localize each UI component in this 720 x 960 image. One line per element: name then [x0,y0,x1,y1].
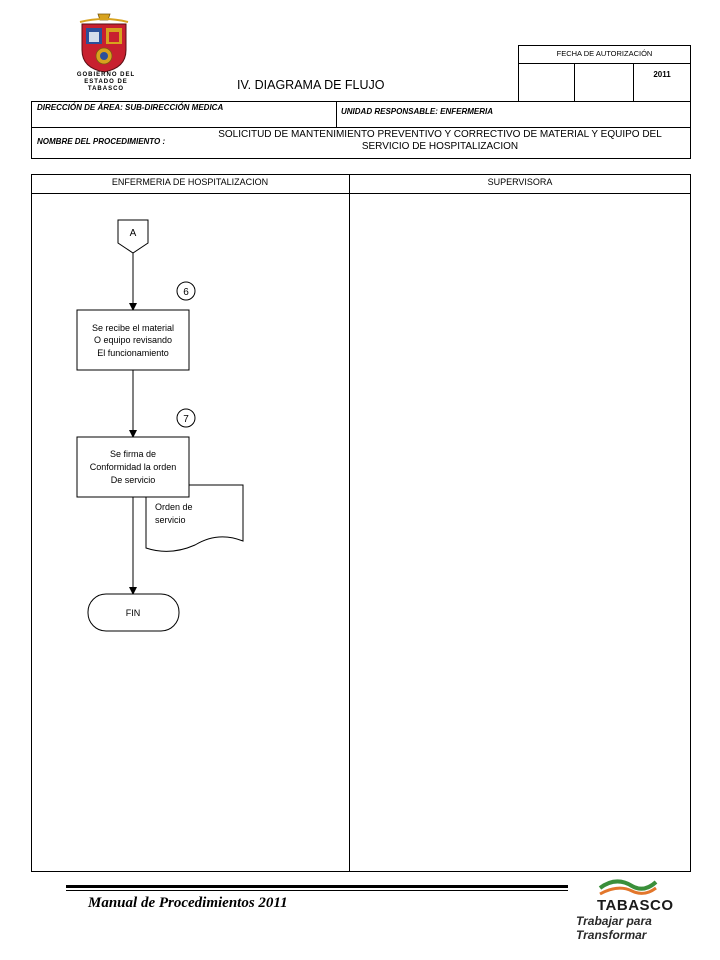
authorization-year: 2011 [653,70,671,79]
lane-header-supervisor: SUPERVISORA [487,177,553,187]
footer-rule [66,885,568,888]
procedure-name-line2: SERVICIO DE HOSPITALIZACION [361,141,519,152]
step7-process-box [76,436,190,498]
swimlane-frame [31,174,691,872]
procedure-name-label: NOMBRE DEL PROCEDIMIENTO : [37,137,166,146]
lane-header-nursing: ENFERMERIA DE HOSPITALIZACION [111,177,269,187]
org-name-line2: ESTADO DE [84,79,128,85]
swimlane-header-divider [31,193,691,194]
org-name: GOBIERNO DEL ESTADO DE TABASCO [60,72,152,93]
document-shape [145,484,244,552]
authorization-label: FECHA DE AUTORIZACIÓN [556,49,653,58]
procedure-info-divider [31,127,691,128]
procedure-name-line1: SOLICITUD DE MANTENIMIENTO PREVENTIVO Y … [218,129,662,140]
step7-text-line1: Se firma de [110,449,156,459]
step6-text-line2: O equipo revisando [94,335,172,345]
swimlane-divider [349,174,350,872]
procedure-name: SOLICITUD DE MANTENIMIENTO PREVENTIVO Y … [190,129,690,153]
procedure-info-col-divider [336,101,337,127]
step6-text-line1: Se recibe el material [92,323,174,333]
step7-number-circle [176,408,196,428]
org-name-line1: GOBIERNO DEL [76,72,136,78]
step7-text-line2: Conformidad la orden [90,462,177,472]
connector-a-shape [117,219,149,254]
authorization-col-divider-1 [574,63,575,102]
authorization-divider [518,63,691,64]
manual-title: Manual de Procedimientos 2011 [88,895,288,911]
footer-rule-thin [66,890,568,891]
step6-text-line3: El funcionamiento [97,348,169,358]
area-direction: DIRECCIÓN DE ÁREA: SUB-DIRECCIÓN MEDICA [37,103,224,112]
org-name-line3: TABASCO [87,86,125,92]
end-terminator [87,593,180,632]
responsible-unit: UNIDAD RESPONSABLE: ENFERMERIA [341,107,494,116]
page-title: IV. DIAGRAMA DE FLUJO [237,78,385,92]
document-text-line1: Orden de [155,502,193,512]
end-terminator-label: FIN [126,608,141,618]
step6-number-circle [176,281,196,301]
procedure-info-box [31,101,691,159]
tabasco-brand: TABASCO [597,897,674,914]
step7-text-line3: De servicio [111,475,156,485]
authorization-col-divider-2 [633,63,634,102]
tabasco-slogan: Trabajar para Transformar [576,914,652,942]
step7-number: 7 [183,414,189,425]
tabasco-swoosh-icon [598,879,658,896]
step6-number: 6 [183,287,189,298]
document-text-line2: servicio [155,515,186,525]
coat-of-arms-icon [79,13,129,73]
connector-a-label: A [130,228,137,239]
